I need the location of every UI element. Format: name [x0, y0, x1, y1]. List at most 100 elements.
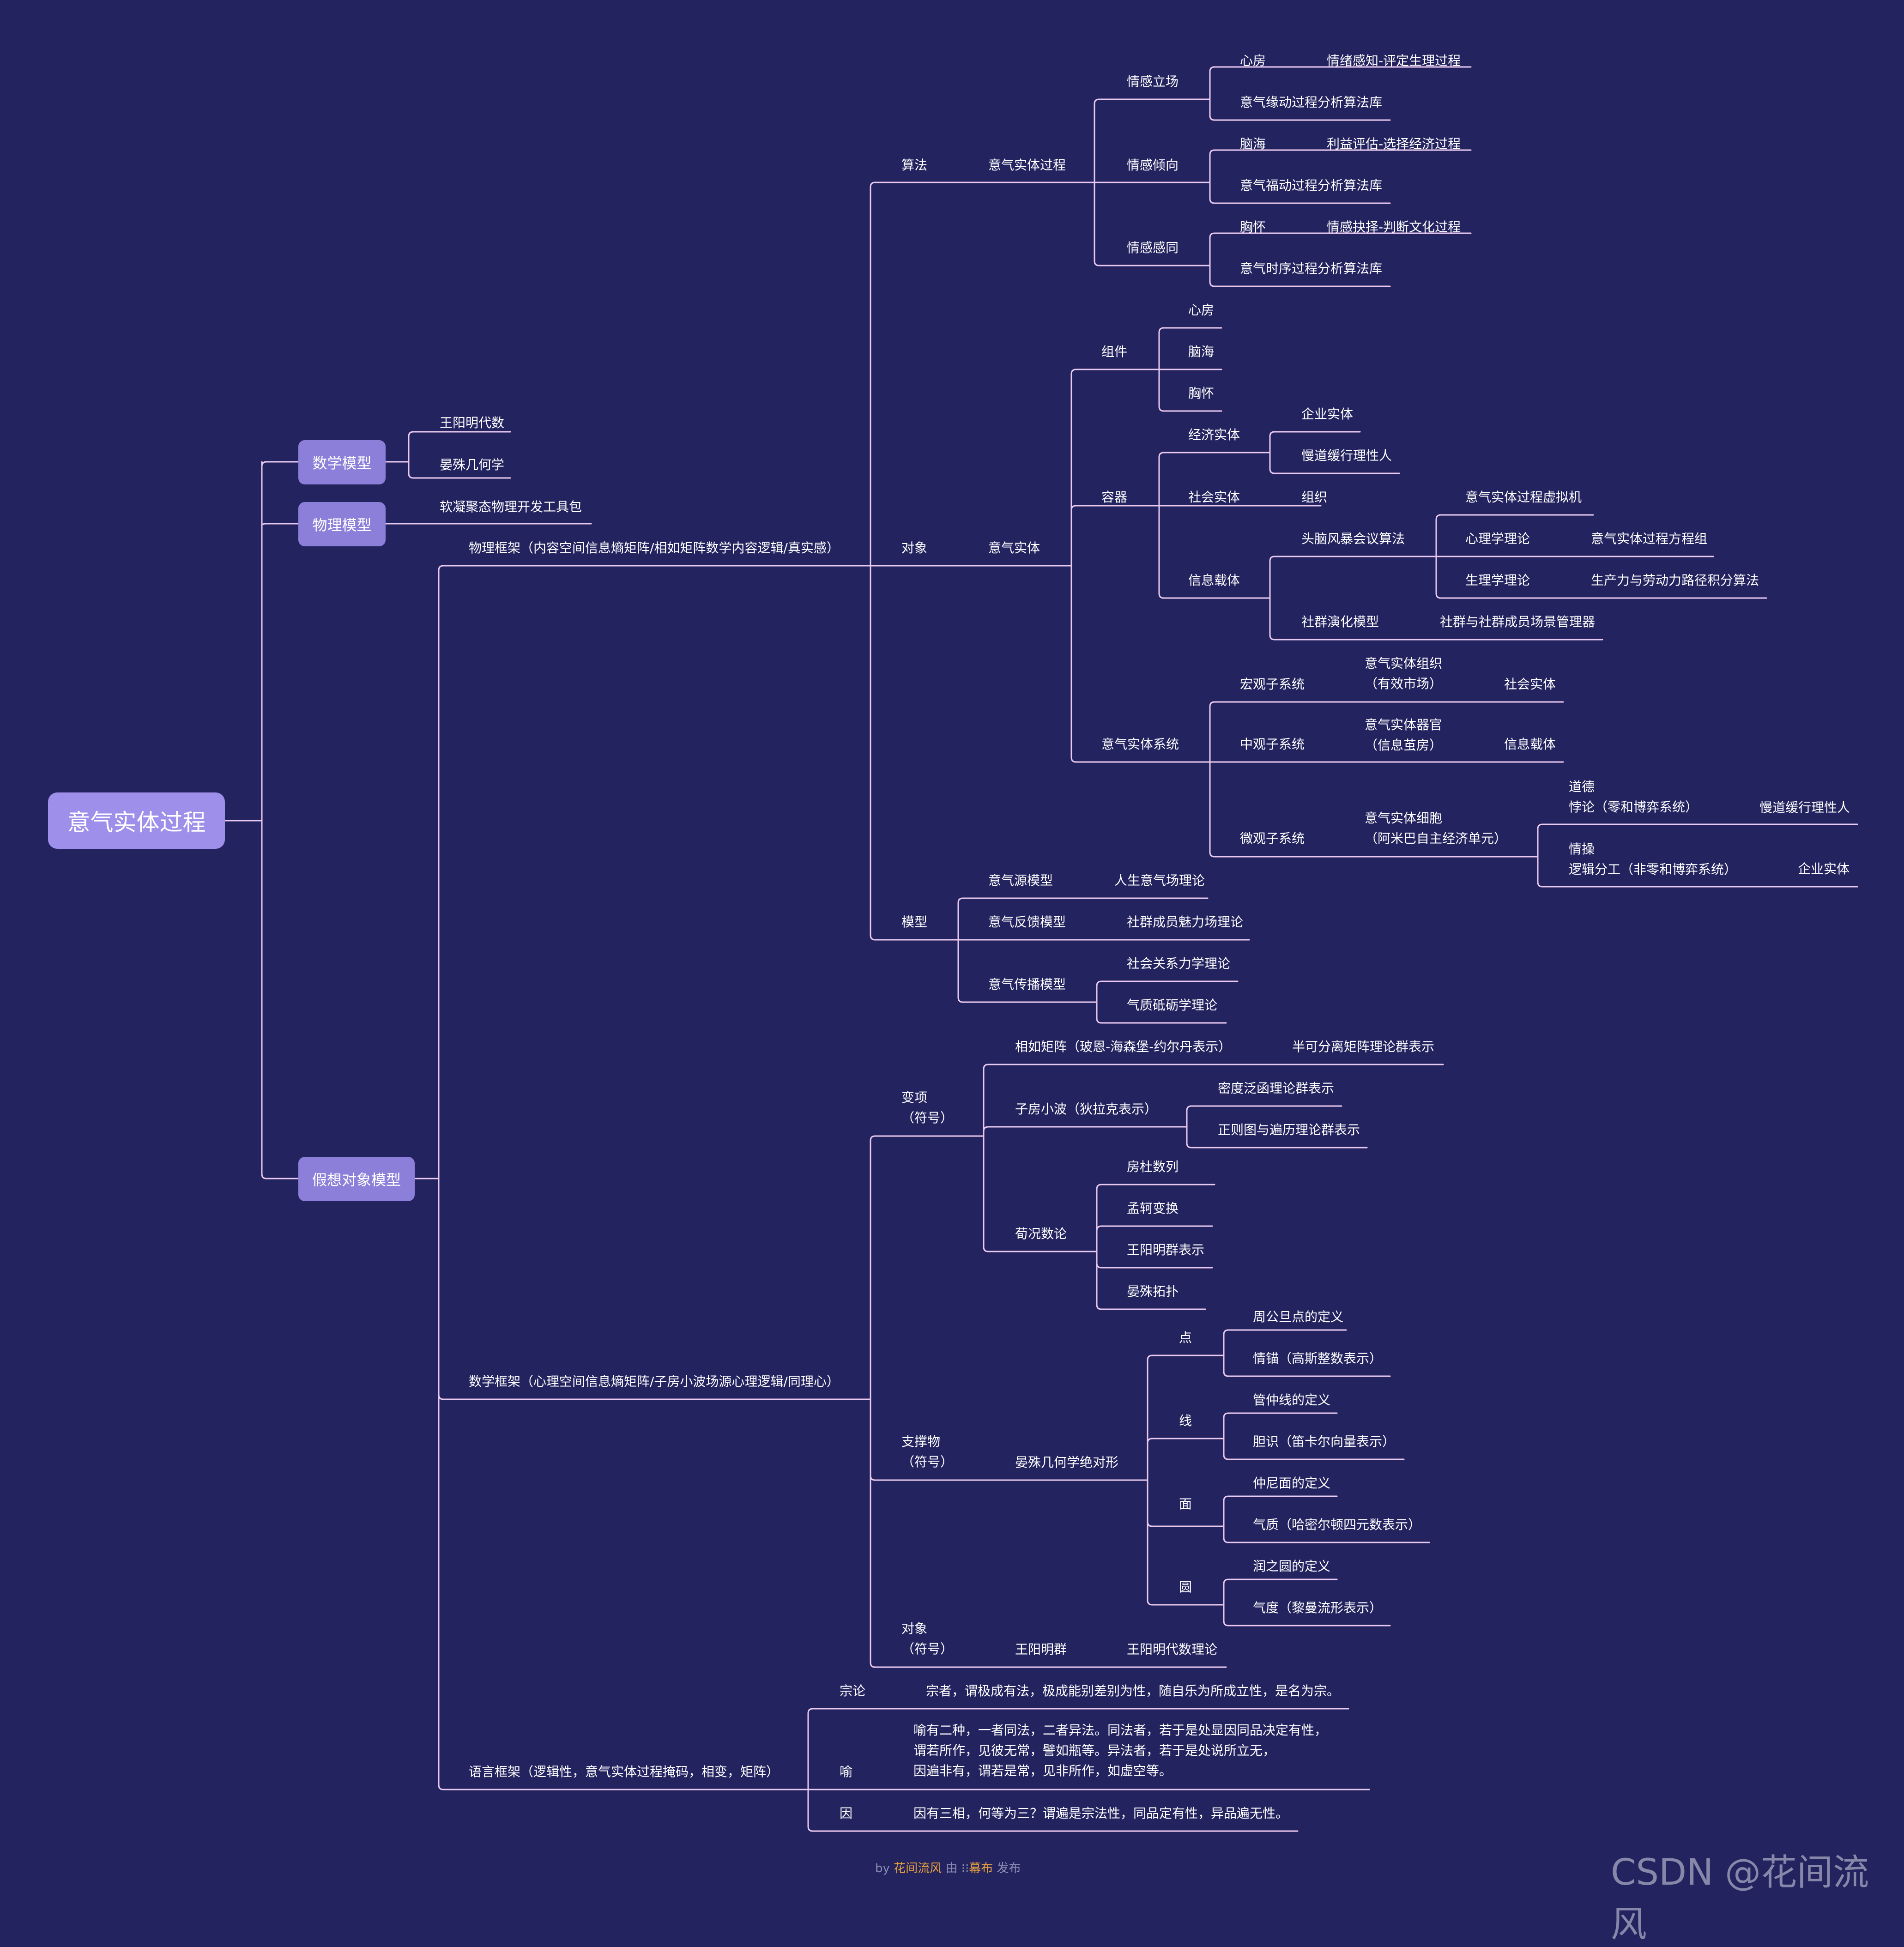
node-temperament-theory[interactable]: 气质砥砺学理论 [1127, 998, 1218, 1013]
root-node[interactable]: 意气实体过程 [48, 792, 225, 849]
node-soft-matter-sdk[interactable]: 软凝聚态物理开发工具包 [440, 499, 582, 514]
node-point[interactable]: 点 [1179, 1330, 1192, 1345]
node-line[interactable]: 线 [1179, 1413, 1192, 1428]
node-physical-framework[interactable]: 物理框架（内容空间信息熵矩阵/相如矩阵数学内容逻辑/真实感） [469, 540, 840, 556]
node-dft[interactable]: 密度泛函理论群表示 [1218, 1081, 1335, 1096]
node-yanshu-geometry[interactable]: 晏殊几何学 [440, 457, 505, 472]
node-example-text[interactable]: 喻有二种，一者同法，二者异法。同法者，若于是处显因同品决定有性， 谓若所作，见彼… [913, 1723, 1328, 1778]
node-emotion-empathy[interactable]: 情感感同 [1127, 240, 1179, 255]
node-zifang-wavelet[interactable]: 子房小波（狄拉克表示） [1015, 1101, 1158, 1117]
node-feedback-model[interactable]: 意气反馈模型 [988, 914, 1066, 930]
node-emotion-choice[interactable]: 情感抉择-判断文化过程 [1327, 219, 1461, 235]
node-xunkuang-number-theory[interactable]: 荀况数论 [1015, 1226, 1067, 1241]
node-entity-organization[interactable]: 意气实体组织 （有效市场） [1365, 656, 1443, 691]
node-entity-process[interactable]: 意气实体过程 [988, 157, 1066, 173]
node-brain-sea[interactable]: 脑海 [1240, 136, 1266, 151]
node-example[interactable]: 喻 [840, 1764, 853, 1779]
node-equation-set[interactable]: 意气实体过程方程组 [1591, 531, 1708, 546]
node-component-heart[interactable]: 心房 [1188, 302, 1215, 318]
node-mengke-transform[interactable]: 孟轲变换 [1127, 1201, 1179, 1216]
node-rational-person[interactable]: 慢道缓行理性人 [1301, 448, 1392, 463]
node-physics-model[interactable]: 物理模型 [298, 502, 386, 546]
node-plane-temperament[interactable]: 气质（哈密尔顿四元数表示） [1253, 1517, 1421, 1532]
node-macro-subsystem[interactable]: 宏观子系统 [1240, 677, 1305, 692]
node-point-anchor[interactable]: 情锚（高斯整数表示） [1253, 1351, 1383, 1366]
node-hypothetical-object-model[interactable]: 假想对象模型 [298, 1157, 415, 1201]
node-algo-lib-3[interactable]: 意气时序过程分析算法库 [1240, 261, 1383, 276]
node-enterprise-entity[interactable]: 企业实体 [1301, 406, 1354, 422]
node-support[interactable]: 支撑物 （符号） [901, 1434, 954, 1469]
node-psychology-theory[interactable]: 心理学理论 [1465, 531, 1530, 546]
node-algo-lib-1[interactable]: 意气缘动过程分析算法库 [1240, 95, 1383, 110]
node-semiseparable[interactable]: 半可分离矩阵理论群表示 [1292, 1039, 1435, 1054]
node-model[interactable]: 模型 [901, 914, 928, 930]
node-organization[interactable]: 组织 [1301, 490, 1328, 505]
node-circle-magnanimity[interactable]: 气度（黎曼流形表示） [1253, 1600, 1383, 1615]
node-plane[interactable]: 面 [1179, 1496, 1192, 1512]
node-object[interactable]: 对象 [901, 540, 928, 556]
node-math-model[interactable]: 数学模型 [298, 440, 386, 484]
node-entity-system[interactable]: 意气实体系统 [1101, 737, 1179, 752]
node-regular-graph[interactable]: 正则图与遍历理论群表示 [1218, 1122, 1360, 1137]
node-emotion-perception[interactable]: 情绪感知-评定生理过程 [1327, 53, 1461, 68]
node-thesis-text[interactable]: 宗者，谓极成有法，极成能别差别为性，随自乐为所成立性，是名为宗。 [926, 1683, 1340, 1699]
node-social-mechanics[interactable]: 社会关系力学理论 [1127, 956, 1231, 971]
node-line-courage[interactable]: 胆识（笛卡尔向量表示） [1253, 1434, 1396, 1449]
node-fangdu-sequence[interactable]: 房杜数列 [1127, 1159, 1179, 1174]
node-emotion-stance[interactable]: 情感立场 [1127, 74, 1179, 89]
node-xiangru-matrix[interactable]: 相如矩阵（玻恩-海森堡-约尔丹表示） [1015, 1039, 1232, 1054]
node-point-definition[interactable]: 周公旦点的定义 [1253, 1309, 1344, 1324]
node-community-model[interactable]: 社群演化模型 [1301, 614, 1379, 629]
node-wyming-group[interactable]: 王阳明群 [1015, 1642, 1067, 1657]
node-thesis[interactable]: 宗论 [840, 1683, 866, 1699]
node-physiology-theory[interactable]: 生理学理论 [1465, 573, 1530, 588]
node-sentiment[interactable]: 情操 逻辑分工（非零和博弈系统） [1569, 841, 1737, 877]
node-meso-leaf[interactable]: 信息载体 [1504, 737, 1556, 752]
node-algorithm[interactable]: 算法 [901, 157, 928, 173]
node-container[interactable]: 容器 [1101, 490, 1128, 505]
footer-author[interactable]: 花间流风 [894, 1862, 942, 1875]
node-macro-leaf[interactable]: 社会实体 [1504, 677, 1556, 692]
node-economic-entity[interactable]: 经济实体 [1188, 427, 1240, 442]
node-source-model[interactable]: 意气源模型 [988, 873, 1053, 888]
node-plane-definition[interactable]: 仲尼面的定义 [1253, 1475, 1331, 1491]
node-wang-yangming-algebra[interactable]: 王阳明代数 [440, 415, 505, 430]
node-yanshu-topology[interactable]: 晏殊拓扑 [1127, 1284, 1179, 1299]
node-info-carrier[interactable]: 信息载体 [1188, 573, 1240, 588]
node-symbol-object[interactable]: 对象 （符号） [901, 1621, 954, 1657]
node-entity-organ[interactable]: 意气实体器官 （信息茧房） [1365, 717, 1443, 753]
node-reason-text[interactable]: 因有三相，何等为三？谓遍是宗法性，同品定有性，异品遍无性。 [913, 1806, 1289, 1821]
node-spread-model[interactable]: 意气传播模型 [988, 977, 1066, 992]
node-community-manager[interactable]: 社群与社群成员场景管理器 [1440, 614, 1596, 629]
node-morality[interactable]: 道德 悖论（零和博弈系统） [1569, 779, 1698, 815]
node-math-framework[interactable]: 数学框架（心理空间信息熵矩阵/子房小波场源心理逻辑/同理心） [469, 1374, 840, 1389]
node-path-integral[interactable]: 生产力与劳动力路径积分算法 [1591, 573, 1759, 588]
node-entity-cell[interactable]: 意气实体细胞 （阿米巴自主经济单元） [1365, 810, 1507, 846]
node-life-field-theory[interactable]: 人生意气场理论 [1114, 873, 1205, 888]
node-variable[interactable]: 变项 （符号） [901, 1090, 954, 1125]
node-sentiment-leaf[interactable]: 企业实体 [1798, 861, 1850, 877]
node-virtual-machine[interactable]: 意气实体过程虚拟机 [1465, 490, 1582, 505]
node-component[interactable]: 组件 [1101, 344, 1128, 359]
node-heart-room[interactable]: 心房 [1240, 53, 1266, 68]
footer-brand[interactable]: 幕布 [969, 1862, 993, 1875]
node-algo-lib-2[interactable]: 意气福动过程分析算法库 [1240, 178, 1383, 193]
node-charm-field-theory[interactable]: 社群成员魅力场理论 [1127, 914, 1244, 930]
node-micro-subsystem[interactable]: 微观子系统 [1240, 831, 1305, 846]
node-wyming-algebra-theory[interactable]: 王阳明代数理论 [1127, 1642, 1218, 1657]
node-component-bosom[interactable]: 胸怀 [1188, 386, 1215, 401]
node-circle-definition[interactable]: 润之圆的定义 [1253, 1559, 1331, 1574]
node-bosom[interactable]: 胸怀 [1240, 219, 1266, 235]
node-reason[interactable]: 因 [840, 1806, 853, 1821]
node-language-framework[interactable]: 语言框架（逻辑性，意气实体过程掩码，相变，矩阵） [469, 1764, 780, 1779]
node-social-entity[interactable]: 社会实体 [1188, 490, 1240, 505]
node-line-definition[interactable]: 管仲线的定义 [1253, 1392, 1331, 1408]
node-circle[interactable]: 圆 [1179, 1579, 1192, 1595]
node-absolute-form[interactable]: 晏殊几何学绝对形 [1015, 1455, 1119, 1470]
node-entity[interactable]: 意气实体 [988, 540, 1040, 556]
node-emotion-tendency[interactable]: 情感倾向 [1127, 157, 1179, 173]
node-component-brain[interactable]: 脑海 [1188, 344, 1215, 359]
node-brainstorm-algorithm[interactable]: 头脑风暴会议算法 [1301, 531, 1405, 546]
node-interest-evaluation[interactable]: 利益评估-选择经济过程 [1327, 136, 1461, 151]
node-morality-leaf[interactable]: 慢道缓行理性人 [1759, 800, 1850, 815]
